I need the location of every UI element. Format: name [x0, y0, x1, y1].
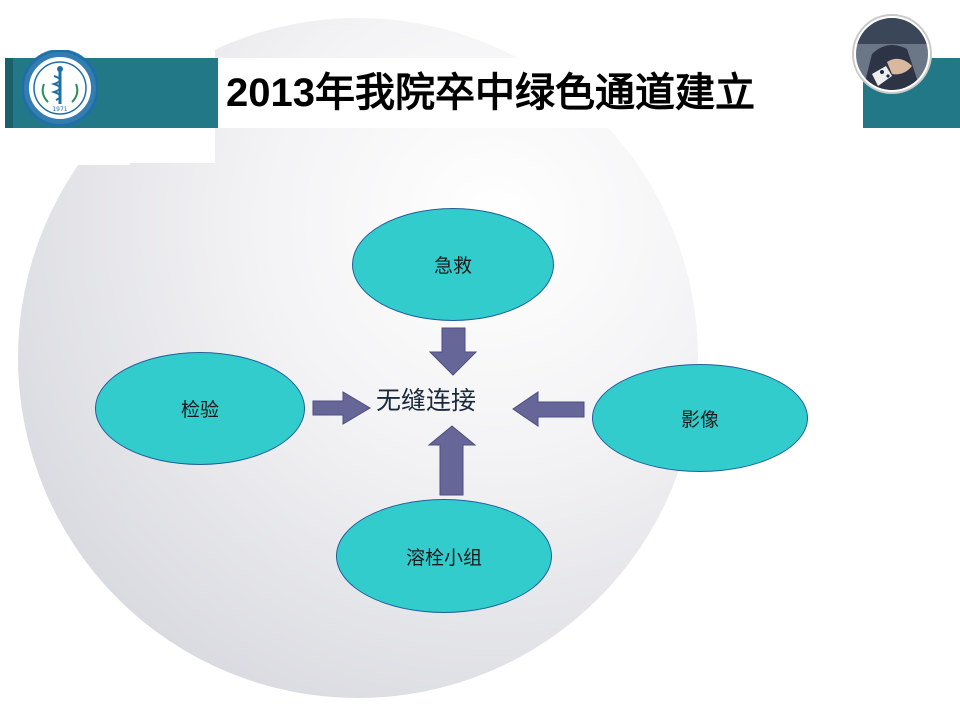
node-thrombolysis-team: 溶栓小组 — [336, 499, 552, 613]
title-panel — [218, 58, 863, 128]
slide-title: 2013年我院卒中绿色通道建立 — [226, 71, 755, 115]
title-bar-edge — [5, 58, 13, 128]
hospital-emblem-icon: 1971 — [22, 50, 98, 126]
background-panel-lower — [15, 125, 130, 165]
arrow-left — [512, 391, 585, 427]
node-emergency: 急救 — [352, 208, 554, 321]
center-label: 无缝连接 — [376, 386, 477, 415]
arrow-right — [312, 391, 371, 425]
arrow-down — [428, 327, 478, 376]
node-laboratory: 检验 — [95, 352, 305, 465]
logo-year: 1971 — [52, 106, 67, 113]
node-imaging: 影像 — [592, 364, 808, 472]
arrow-up — [427, 425, 477, 496]
person-photo-icon — [852, 14, 932, 94]
